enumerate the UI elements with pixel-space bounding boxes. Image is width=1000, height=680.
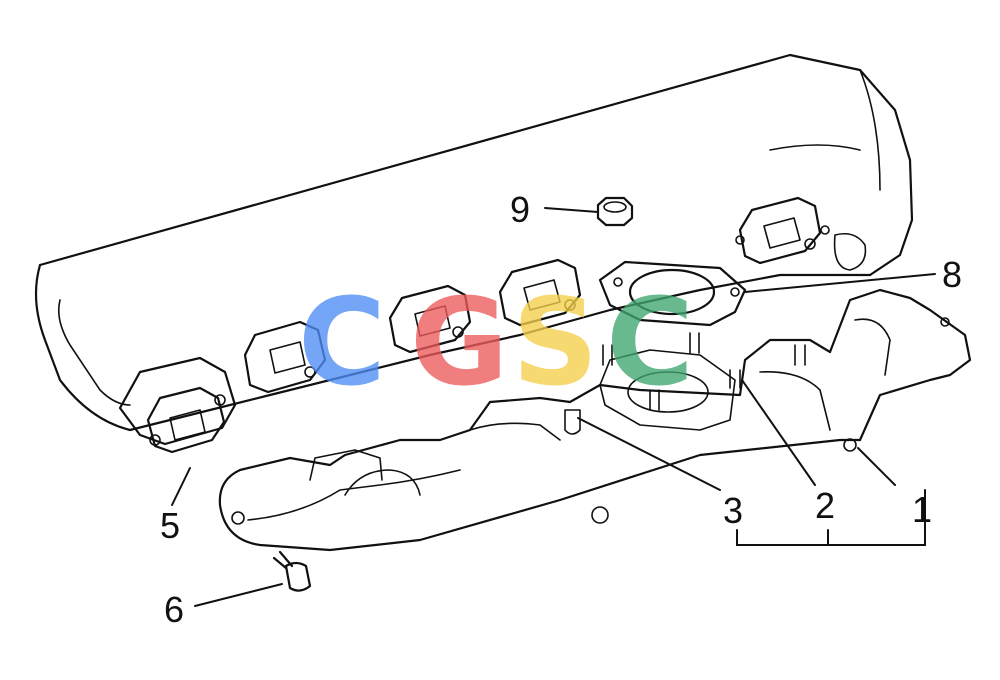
- watermark-letter-2: G: [410, 274, 509, 413]
- callout-5: 5: [160, 505, 180, 546]
- head-exhaust-ports: [243, 196, 830, 394]
- leader-8: [744, 273, 936, 293]
- watermark-letter-1: C: [298, 274, 386, 413]
- callout-1: 1: [912, 489, 932, 530]
- watermark: C G S C: [298, 274, 694, 413]
- callout-8: 8: [942, 254, 962, 295]
- leader-1: [857, 447, 896, 486]
- callout-6: 6: [164, 589, 184, 630]
- leader-5: [171, 467, 191, 506]
- watermark-letter-4: C: [606, 274, 694, 413]
- exhaust-manifold: [218, 288, 972, 552]
- cylinder-head: [34, 53, 914, 432]
- leader-6: [194, 583, 283, 607]
- bracket-1: [736, 489, 926, 546]
- callout-labels: 9 8 5 6 3 2 1: [160, 189, 962, 630]
- studs: [564, 332, 806, 435]
- watermark-letter-3: S: [512, 274, 598, 413]
- leader-lines: [171, 207, 936, 607]
- leader-9: [544, 207, 599, 213]
- callout-3: 3: [723, 490, 743, 531]
- gasket-left: [118, 356, 237, 454]
- leader-3: [577, 417, 721, 491]
- callout-9: 9: [510, 189, 530, 230]
- nut: [596, 196, 634, 227]
- callout-2: 2: [815, 485, 835, 526]
- leader-2: [741, 379, 816, 486]
- gasket-center: [598, 260, 747, 327]
- bolt: [272, 550, 312, 592]
